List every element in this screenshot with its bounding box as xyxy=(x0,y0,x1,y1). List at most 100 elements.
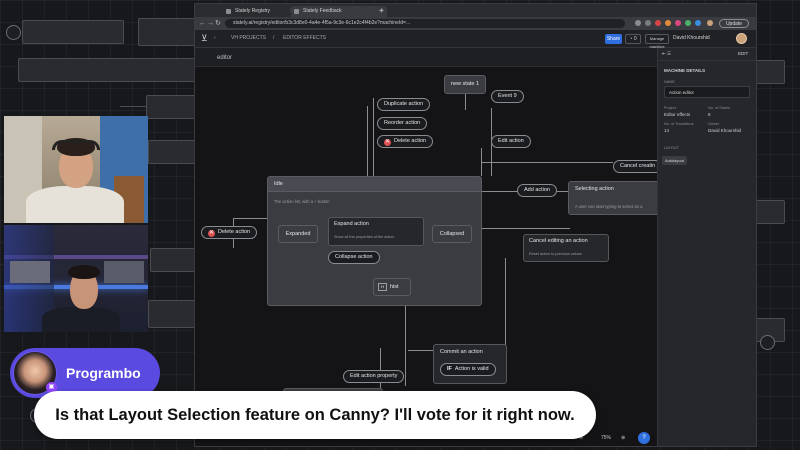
help-button[interactable]: ? xyxy=(638,432,650,444)
state-collapsed[interactable]: Collapsed xyxy=(432,225,472,243)
back-icon[interactable]: ← xyxy=(199,20,206,27)
transition-wire xyxy=(367,106,368,176)
event-reorder-action[interactable]: Reorder action xyxy=(377,117,428,130)
bg-node xyxy=(22,20,124,44)
transition-wire xyxy=(465,90,466,110)
webcam-feed-guest xyxy=(4,225,148,332)
states-label: No. of States xyxy=(708,106,730,110)
extension-icon[interactable] xyxy=(685,20,691,26)
user-avatar[interactable] xyxy=(736,33,747,44)
extension-icon[interactable] xyxy=(665,20,671,26)
person-body xyxy=(42,307,120,332)
stately-logo-icon[interactable]: ⊻ xyxy=(201,33,208,43)
owner-value: David Khourshid xyxy=(708,128,742,133)
bg-wire xyxy=(120,106,146,107)
panel-toolbar: ⇤ ☰ EDIT xyxy=(658,48,756,61)
transition-wire xyxy=(408,350,436,351)
twitch-icon: ▣ xyxy=(46,382,57,393)
transition-wire xyxy=(482,228,570,229)
transition-wire xyxy=(233,218,267,219)
state-idle[interactable]: Idle The action list, with a + button Ex… xyxy=(267,176,482,306)
share-button[interactable]: Share xyxy=(605,34,622,44)
zoom-out-icon[interactable]: ⊖ xyxy=(579,435,584,441)
bg-node xyxy=(755,60,785,84)
shelf-items xyxy=(104,261,144,283)
address-row: ← → ↻ stately.ai/registry/editor/b3c3d8e… xyxy=(195,17,756,30)
bg-node xyxy=(755,200,785,224)
favicon-icon xyxy=(226,9,231,14)
zoom-level[interactable]: 75% xyxy=(601,435,612,441)
event-collapse-action[interactable]: Collapse action xyxy=(328,251,380,264)
streamer-name: Programbo xyxy=(66,365,141,381)
extension-icon[interactable] xyxy=(635,20,641,26)
states-value: 8 xyxy=(708,112,711,117)
chat-caption: Is that Layout Selection feature on Cann… xyxy=(34,391,596,439)
bg-node xyxy=(138,18,196,46)
tab-feedback[interactable]: Stately Feedback ✕ xyxy=(291,6,387,17)
extension-icon[interactable] xyxy=(675,20,681,26)
event-cancel-creating[interactable]: Cancel creatin xyxy=(613,160,663,173)
person-body xyxy=(26,186,124,223)
panel-toggle-icon[interactable]: ⇤ ☰ xyxy=(662,51,672,56)
panel-heading: MACHINE DETAILS xyxy=(664,68,706,73)
tab-registry[interactable]: Stately Registry ✕ xyxy=(223,6,297,17)
user-name[interactable]: David Khourshid xyxy=(673,35,710,41)
person-hair xyxy=(68,265,100,279)
event-delete-action-left[interactable]: ✕Delete action xyxy=(201,226,258,239)
close-icon[interactable]: ✕ xyxy=(379,8,384,14)
layout-autolayout-option[interactable]: Autolayout xyxy=(662,156,687,165)
machine-title: editor xyxy=(217,55,233,61)
event-delete-action[interactable]: ✕Delete action xyxy=(377,135,434,148)
panel-edit-button[interactable]: EDIT xyxy=(738,51,749,56)
event-expand-action[interactable]: Expand action Show all the properties of… xyxy=(328,217,424,246)
zoom-in-icon[interactable]: ⊕ xyxy=(621,435,626,441)
name-label: NAME xyxy=(664,80,675,84)
state-selecting-action[interactable]: Selecting action A user can start typing… xyxy=(568,181,660,215)
machine-name-input[interactable]: Action editor xyxy=(664,86,750,98)
update-button[interactable]: Update xyxy=(719,19,749,28)
transitions-value: 14 xyxy=(664,128,670,133)
state-idle-title: Idle xyxy=(268,177,481,192)
extension-icon[interactable] xyxy=(645,20,651,26)
editor-canvas[interactable]: editor new state 1 Event 9 Duplicate act… xyxy=(195,48,663,446)
shelf xyxy=(4,255,148,259)
url-bar[interactable]: stately.ai/registry/editor/b3c3d8e0-4a4e… xyxy=(225,19,625,28)
event-add-action[interactable]: Add action xyxy=(517,184,557,197)
headphones-icon xyxy=(52,140,100,150)
event-edit-action-property[interactable]: Edit action property xyxy=(343,370,405,383)
event-9[interactable]: Event 9 xyxy=(491,90,524,103)
extension-icon[interactable] xyxy=(655,20,661,26)
breadcrumb-project[interactable]: EDITOR EFFECTS xyxy=(283,35,326,41)
bg-node xyxy=(146,95,196,119)
state-expanded[interactable]: Expanded xyxy=(278,225,318,243)
reload-icon[interactable]: ↻ xyxy=(215,20,221,27)
webcam-feed-host xyxy=(4,116,148,223)
browser-window: Stately Registry ✕ Stately Feedback ✕ + … xyxy=(194,3,757,447)
event-cancel-editing[interactable]: Cancel editing an action Reset action to… xyxy=(523,234,609,262)
transition-wire xyxy=(481,162,613,163)
comment-count-button[interactable]: ◔ 0 xyxy=(625,34,641,44)
bg-node xyxy=(150,248,196,272)
transition-wire xyxy=(405,306,406,386)
zoom-controls: ⊖ 75% ⊕ xyxy=(579,434,635,443)
forward-icon[interactable]: → xyxy=(207,20,214,27)
transition-wire xyxy=(380,348,381,388)
breadcrumb-projects[interactable]: VH PROJECTS xyxy=(231,35,267,41)
extension-icon[interactable] xyxy=(695,20,701,26)
home-chevron-icon[interactable]: › xyxy=(214,35,216,41)
layout-label: LAYOUT xyxy=(664,146,679,150)
bg-connector xyxy=(760,335,775,350)
state-new-state-1[interactable]: new state 1 xyxy=(444,75,486,94)
event-edit-action[interactable]: Edit action xyxy=(491,135,531,148)
manage-machine-button[interactable]: Manage machine xyxy=(645,34,669,49)
new-tab-icon[interactable]: + xyxy=(379,6,384,15)
profile-icon[interactable] xyxy=(707,20,713,26)
event-duplicate-action[interactable]: Duplicate action xyxy=(377,98,431,111)
bg-node xyxy=(148,140,196,164)
favicon-icon xyxy=(294,9,299,14)
project-value: Editor effects xyxy=(664,112,691,117)
tab-strip: Stately Registry ✕ Stately Feedback ✕ + xyxy=(195,4,756,17)
